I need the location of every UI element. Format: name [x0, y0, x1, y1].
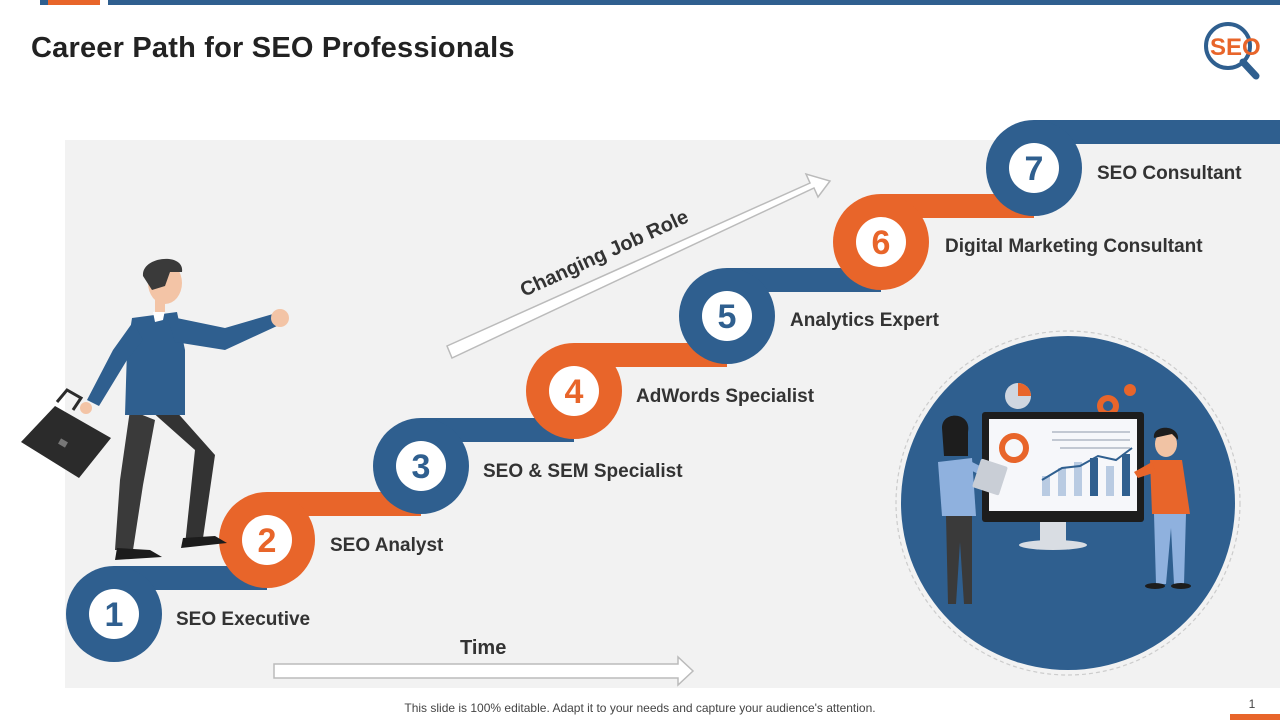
step-6-badge [856, 217, 906, 267]
step-3: 3 [373, 418, 469, 514]
step-7-connector [1034, 120, 1280, 144]
time-arrow [273, 655, 695, 687]
slide-title: Career Path for SEO Professionals [31, 32, 515, 64]
step-1: 1 [66, 566, 162, 662]
step-7-badge [1009, 143, 1059, 193]
step-5-badge [702, 291, 752, 341]
time-label: Time [460, 637, 507, 659]
step-6: 6 [833, 194, 929, 290]
briefcase-icon [21, 388, 111, 478]
step-1-number: 1 [105, 596, 124, 634]
step-1-label: SEO Executive [176, 609, 311, 630]
step-4-badge [549, 366, 599, 416]
step-4-label: AdWords Specialist [636, 386, 815, 407]
step-7-label: SEO Consultant [1097, 163, 1242, 184]
step-3-label: SEO & SEM Specialist [483, 461, 683, 482]
top-border-gap [0, 0, 40, 5]
seo-logo-text: SEO [1210, 34, 1261, 61]
step-2: 2 [219, 492, 315, 588]
step-6-label: Digital Marketing Consultant [945, 236, 1203, 257]
step-5-label: Analytics Expert [790, 310, 939, 331]
step-6-number: 6 [872, 224, 891, 262]
top-border [0, 0, 1280, 5]
step-2-number: 2 [258, 522, 277, 560]
page-number-bar [1230, 714, 1280, 720]
step-2-badge [242, 515, 292, 565]
top-border-accent [48, 0, 100, 5]
step-5: 5 [679, 268, 775, 364]
seo-magnifier-logo: SEO [1200, 20, 1270, 82]
top-border-gap [100, 0, 108, 5]
page-number: 1 [1248, 697, 1256, 711]
step-5-number: 5 [718, 298, 737, 336]
footer-note: This slide is 100% editable. Adapt it to… [404, 701, 876, 715]
step-7-number: 7 [1025, 150, 1044, 188]
step-3-badge [396, 441, 446, 491]
businessman-climbing-icon [21, 258, 289, 560]
analytics-team-illustration [895, 330, 1241, 676]
step-1-badge [89, 589, 139, 639]
step-4: 4 [526, 343, 622, 439]
step-7: 7 [986, 120, 1082, 216]
step-4-number: 4 [565, 373, 584, 411]
step-3-number: 3 [412, 448, 431, 486]
step-2-label: SEO Analyst [330, 535, 444, 556]
